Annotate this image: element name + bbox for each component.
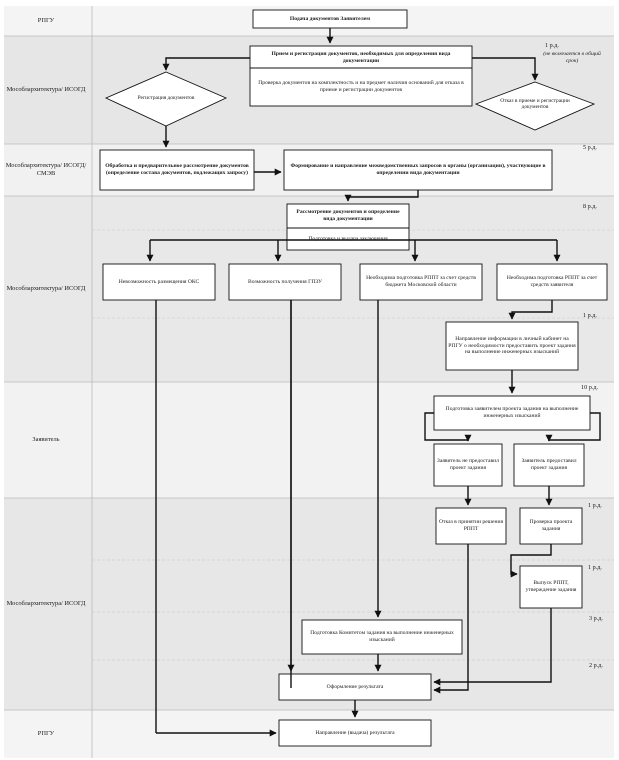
time-3: 3 р.д. — [589, 615, 603, 622]
time-1d: 1 р.д. — [588, 564, 602, 571]
box-gpzu — [228, 263, 342, 301]
diamonds — [104, 71, 596, 131]
box-processing — [99, 149, 255, 191]
box-send-result — [278, 719, 432, 747]
text-processing: Обработка и предварительное рассмотрение… — [105, 163, 249, 176]
time-2: 2 р.д. — [589, 662, 603, 669]
text-applicant-prepare: Подготовка заявителем проекта задания на… — [445, 406, 579, 419]
text-send-result: Направление (выдача) результата — [315, 729, 395, 736]
text-requests: Формирование и направление межведомствен… — [290, 163, 546, 176]
text-receive-title: Прием и регистрация документов, необходи… — [271, 50, 451, 64]
box-not-provided — [433, 443, 503, 487]
box-review — [286, 203, 410, 251]
text-gpzu: Возможность получения ГПЗУ — [248, 278, 322, 285]
text-not-provided: Заявитель не предоставил проект задания — [437, 458, 499, 471]
box-no-oks — [102, 263, 216, 301]
text-prepare-conclusion: Подготовка и выдача заключения — [308, 235, 388, 242]
box-provided — [513, 443, 585, 487]
lane-label-mosobl-2: Мособлархитектура/ ИСОГД — [6, 285, 86, 292]
box-receive — [249, 45, 473, 107]
time-1: 1 р.д. — [545, 42, 559, 49]
connectors — [146, 28, 601, 737]
lane-label-rpgu-bottom: РПГУ — [37, 730, 55, 737]
text-rpgt-applicant: Необходима подготовка РППТ за счет средс… — [506, 275, 598, 288]
text-provided: Заявитель предоставил проект задания — [521, 458, 577, 471]
text-check-project: Проверка проекта задания — [529, 519, 573, 532]
time-8: 8 р.д. — [583, 203, 597, 210]
box-applicant-prepare — [433, 395, 591, 431]
time-1b: 1 р.д. — [583, 312, 597, 319]
text-refusal-rpgt: Отказ в принятии решения РППТ — [438, 519, 504, 532]
time-10: 10 р.д. — [581, 384, 599, 391]
box-result — [278, 673, 432, 701]
text-no-oks: Невозможность размещения ОКС — [118, 278, 200, 285]
text-committee: Подготовка Комитетом задания на выполнен… — [310, 630, 454, 643]
text-review: Рассмотрение документов и определение ви… — [296, 209, 400, 222]
box-committee — [301, 619, 463, 655]
lane-label-mosobl-3: Мособлархитектура/ ИСОГД — [6, 600, 86, 607]
box-check-project — [519, 507, 583, 545]
text-diamond-registration: Регистрация документов — [137, 94, 195, 101]
text-rpgt-budget: Необходима подготовка РППТ за счет средс… — [366, 275, 476, 288]
box-rpgt-budget — [359, 263, 483, 301]
text-diamond-refusal: Отказ в приеме и регистрации документов — [500, 97, 570, 110]
lane-label-applicant: Заявитель — [32, 436, 60, 443]
boxes — [99, 9, 608, 747]
box-refusal-rpgt — [435, 507, 507, 545]
diamond-refusal — [474, 81, 596, 131]
lane-label-mosobl-1: Мособлархитектура/ ИСОГД — [6, 86, 86, 93]
text-issue-rpgt: Выпуск РППТ, утверждение задания — [525, 580, 577, 593]
text-check: Проверка документов на комплектность и н… — [258, 80, 464, 93]
text-notify: Направление информации в личный кабинет … — [448, 335, 576, 356]
box-requests — [283, 149, 553, 191]
time-5: 5 р.д. — [583, 144, 597, 151]
text-result: Оформление результата — [326, 683, 384, 690]
lane-label-mosobl-smev: Мособлархитектура/ ИСОГД/ СМЭВ — [5, 162, 87, 177]
time-1c: 1 р.д. — [588, 502, 602, 509]
text-submit: Подача документов Заявителем — [289, 15, 371, 22]
lane-label-rpgu-top: РПГУ — [37, 17, 55, 24]
time-1-note: (не включается в общий срок) — [543, 51, 601, 64]
